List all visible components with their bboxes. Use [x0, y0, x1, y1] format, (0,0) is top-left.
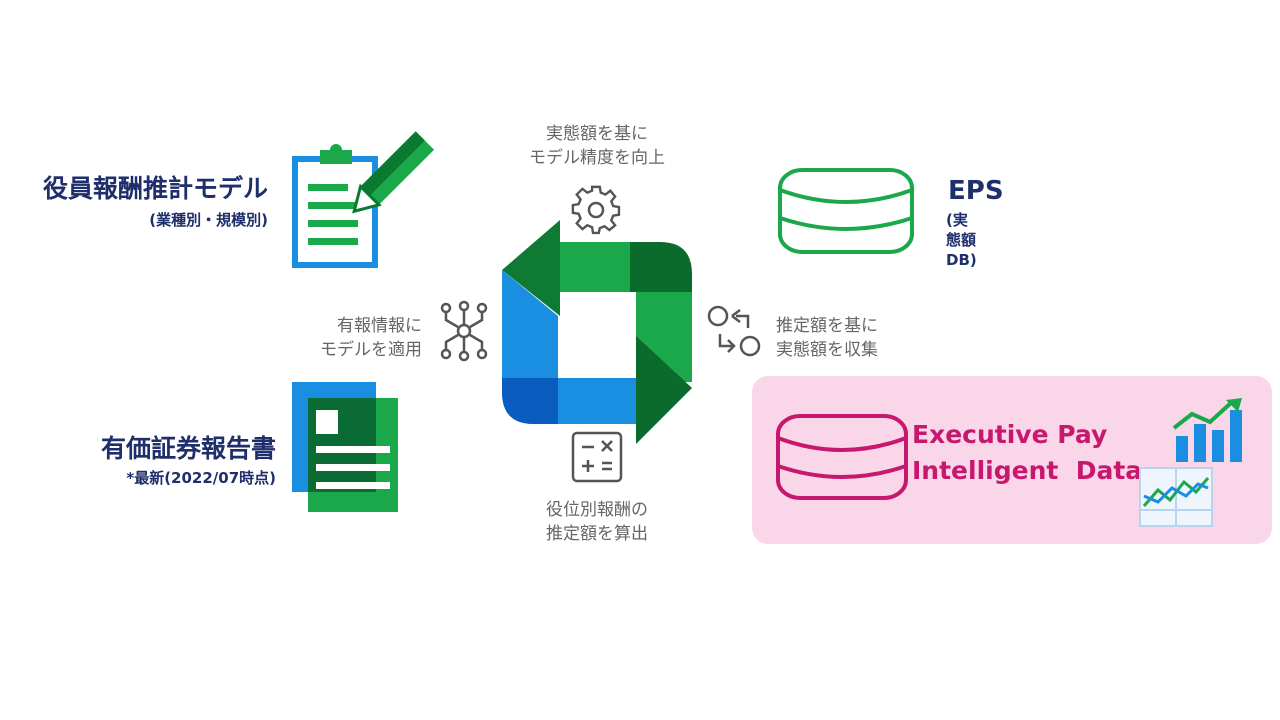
epid-title-line2: Intelligent Data — [912, 456, 1143, 485]
document-icon — [292, 382, 398, 512]
model-subtitle: (業種別・規模別) — [149, 211, 268, 229]
gear-icon — [571, 185, 621, 235]
epid-title-line1: Executive Pay — [912, 420, 1108, 449]
database-icon — [778, 168, 914, 254]
cycle-top-label: 実態額を基に モデル精度を向上 — [500, 122, 694, 170]
cycle-arrows-graphic — [502, 220, 692, 444]
calculator-icon — [571, 431, 623, 483]
eps-subtitle: (実態額DB) — [946, 211, 977, 269]
cycle-top-line2: モデル精度を向上 — [529, 148, 665, 168]
cycle-bottom-line2: 推定額を算出 — [546, 524, 648, 544]
cycle-top-line1: 実態額を基に — [546, 124, 648, 144]
cycle-right-line1: 推定額を基に — [776, 316, 878, 336]
cycle-right-label: 推定額を基に 実態額を収集 — [776, 314, 956, 362]
cycle-bottom-label: 役位別報酬の 推定額を算出 — [500, 498, 694, 546]
bar-chart-icon — [1172, 398, 1242, 462]
cycle-right-line2: 実態額を収集 — [776, 340, 878, 360]
cycle-left-label: 有報情報に モデルを適用 — [260, 314, 422, 362]
network-nodes-icon — [440, 300, 488, 362]
eps-title: EPS — [948, 176, 1004, 206]
swap-icon — [707, 305, 761, 357]
clipboard-pencil-icon — [292, 131, 435, 268]
report-subtitle: *最新(2022/07時点) — [126, 469, 276, 487]
model-title: 役員報酬推計モデル — [42, 174, 268, 203]
line-chart-icon — [1139, 467, 1213, 527]
report-title: 有価証券報告書 — [100, 434, 276, 463]
cycle-left-line1: 有報情報に — [337, 316, 422, 336]
cycle-left-line2: モデルを適用 — [320, 340, 422, 360]
database-icon — [776, 414, 908, 500]
cycle-bottom-line1: 役位別報酬の — [546, 500, 648, 520]
